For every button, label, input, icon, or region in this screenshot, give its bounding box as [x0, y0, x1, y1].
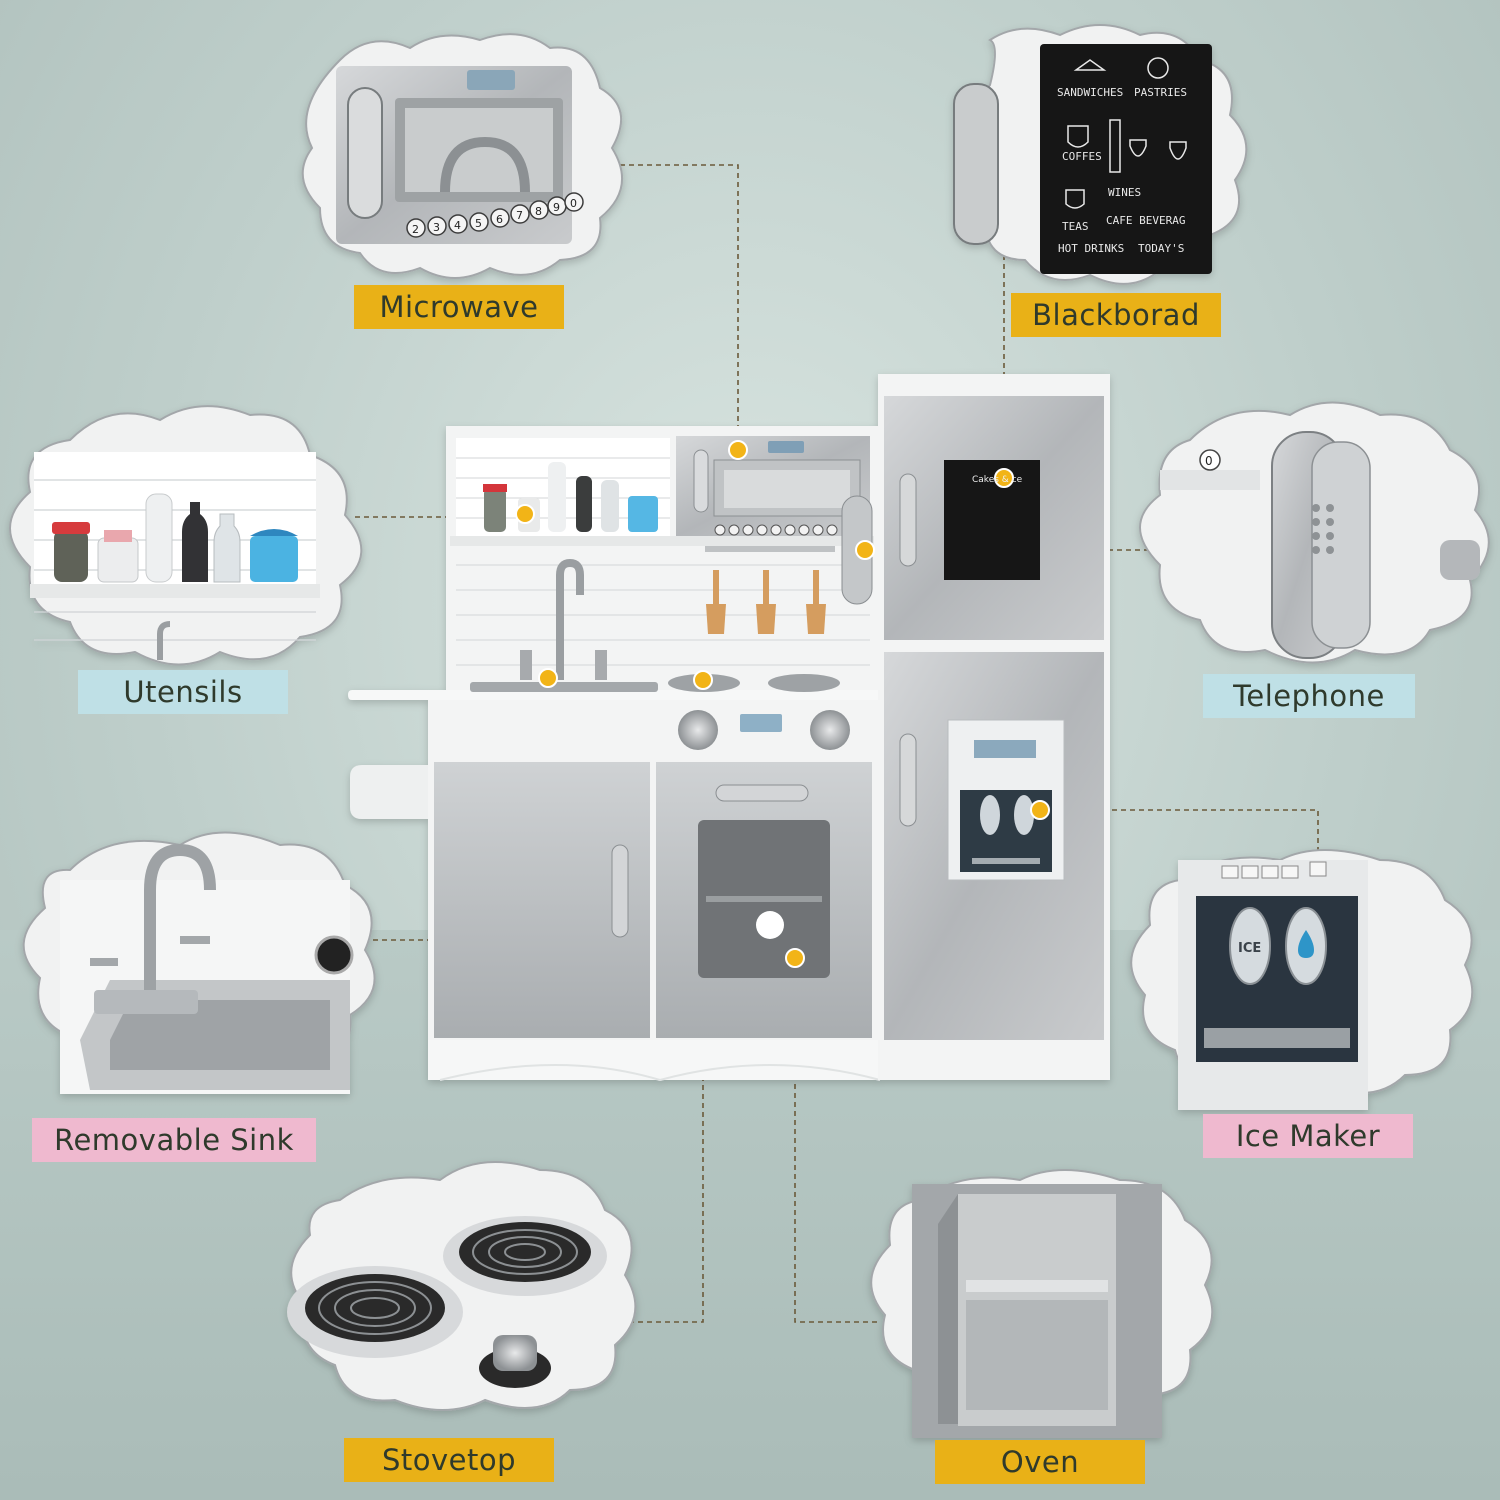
microwave-key-3: 3	[433, 221, 440, 234]
microwave-key-4: 4	[454, 219, 461, 232]
microwave-key-0: 0	[570, 197, 577, 210]
microwave-key-8: 8	[535, 205, 542, 218]
oven-detail-bubble	[870, 1169, 1214, 1438]
microwave-key-2: 2	[412, 223, 419, 236]
telephone-detail-bubble	[1139, 401, 1490, 664]
menu-pastries: PASTRIES	[1134, 86, 1187, 99]
label-blackboard: Blackborad	[1011, 293, 1221, 337]
menu-cafe-beverag: CAFE BEVERAG	[1106, 214, 1185, 227]
marker-dots	[515, 440, 1050, 968]
label-oven: Oven	[935, 1440, 1145, 1484]
label-removable-sink: Removable Sink	[32, 1118, 316, 1162]
menu-wines: WINES	[1108, 186, 1141, 199]
ice-maker-detail-bubble	[1130, 849, 1474, 1110]
menu-teas: TEAS	[1062, 220, 1089, 233]
telephone-dial-digit: 0	[1205, 454, 1213, 468]
blackboard-menu: SANDWICHES PASTRIES COFFES WINES TEAS CA…	[1057, 86, 1187, 255]
menu-sandwiches: SANDWICHES	[1057, 86, 1123, 99]
label-microwave: Microwave	[354, 285, 564, 329]
chalk-doodles	[1065, 57, 1187, 209]
utensils-detail-bubble	[9, 405, 363, 666]
removable-sink-detail-bubble	[22, 831, 376, 1094]
ice-button-text: ICE	[1238, 941, 1261, 956]
blackboard-detail-bubble	[953, 24, 1248, 285]
menu-hot-drinks: HOT DRINKS	[1058, 242, 1124, 255]
menu-coffes: COFFES	[1062, 150, 1102, 163]
label-stovetop: Stovetop	[344, 1438, 554, 1482]
microwave-key-7: 7	[516, 209, 523, 222]
menu-todays: TODAY'S	[1138, 242, 1184, 255]
label-utensils: Utensils	[78, 670, 288, 714]
fridge-sign-text: Cakes & ce	[972, 475, 1023, 485]
microwave-detail-bubble	[301, 33, 624, 279]
label-telephone: Telephone	[1203, 674, 1415, 718]
label-ice-maker: Ice Maker	[1203, 1114, 1413, 1158]
stovetop-detail-bubble	[287, 1161, 637, 1411]
toy-kitchen	[348, 374, 1110, 1082]
microwave-key-9: 9	[553, 201, 560, 214]
microwave-key-6: 6	[496, 213, 503, 226]
microwave-key-5: 5	[475, 217, 482, 230]
